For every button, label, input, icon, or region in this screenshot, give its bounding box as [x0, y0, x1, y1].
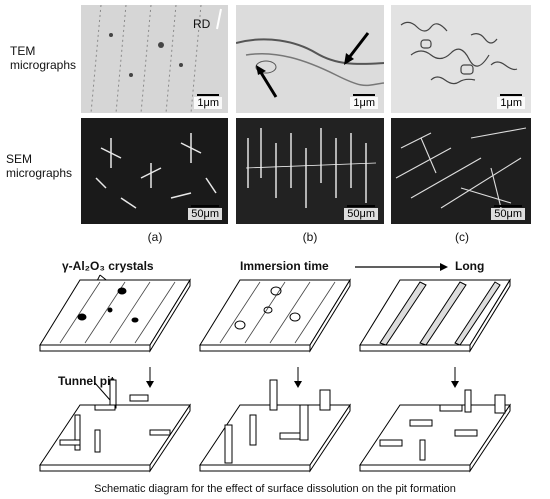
tem-row-label: TEM micrographs [10, 44, 77, 72]
schematic-diagram [39, 263, 511, 473]
tem-micrograph-b: 1μm [236, 5, 384, 113]
sem-scale-bar-c: 50μm [491, 205, 525, 220]
bottom-plate-a [39, 379, 191, 473]
top-plate-c [359, 278, 511, 353]
rd-annotation: RD [193, 17, 211, 31]
top-plate-a [39, 278, 191, 353]
long-label: Long [455, 259, 485, 273]
sem-scale-bar-a: 50μm [188, 205, 222, 220]
crystals-label: γ-Al₂O₃ crystals [62, 259, 154, 273]
top-plate-b [199, 278, 351, 353]
sem-micrograph-a: 50μm [81, 118, 228, 224]
tem-scale-bar-a: 1μm [194, 94, 222, 109]
immersion-time-label: Immersion time [240, 259, 329, 273]
tem-micrograph-a: RD 1μm [81, 5, 228, 113]
tem-texture-a [81, 5, 228, 113]
immersion-arrow-head [440, 263, 448, 271]
tunnel-pit-label: Tunnel pit [58, 374, 115, 388]
sem-micrograph-b: 50μm [236, 118, 384, 224]
sem-row-label: SEM micrographs [6, 152, 73, 180]
figure-caption: Schematic diagram for the effect of surf… [94, 483, 456, 495]
subfigure-label-b: (b) [302, 230, 318, 244]
tem-scale-bar-b: 1μm [350, 94, 378, 109]
tem-micrograph-c: 1μm [391, 5, 531, 113]
subfigure-label-a: (a) [147, 230, 163, 244]
sem-micrograph-c: 50μm [391, 118, 531, 224]
tem-scale-bar-c: 1μm [497, 94, 525, 109]
subfigure-label-c: (c) [455, 230, 469, 244]
sem-scale-bar-b: 50μm [344, 205, 378, 220]
bottom-plate-c [359, 389, 511, 473]
bottom-plate-b [199, 379, 351, 473]
